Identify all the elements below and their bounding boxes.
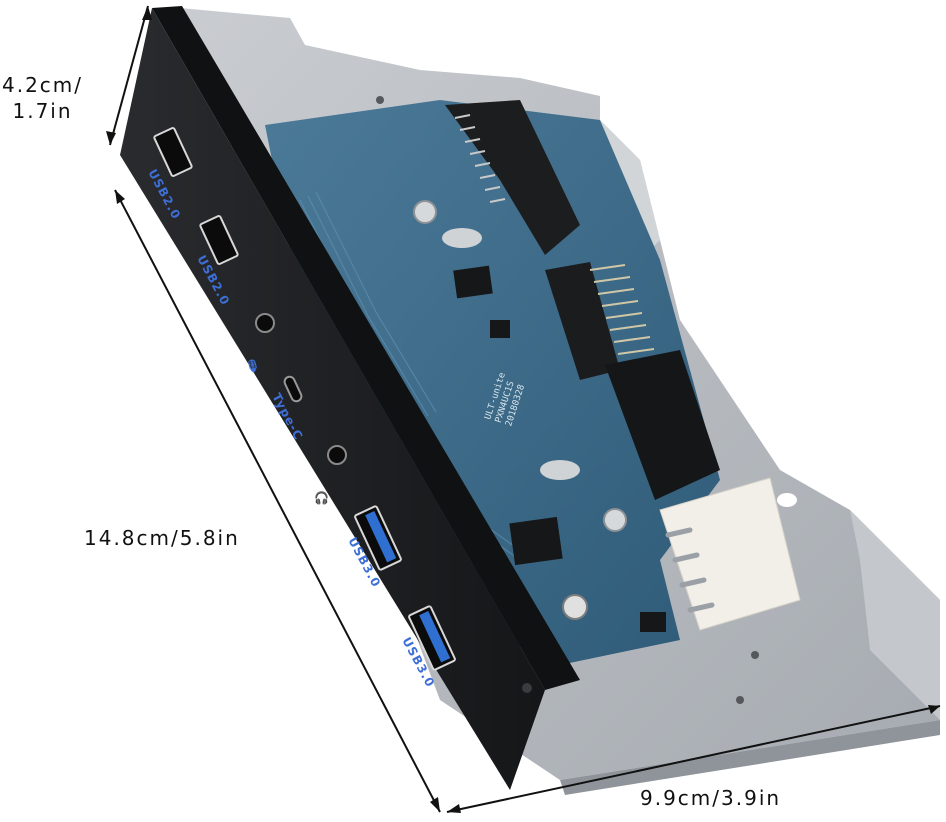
usb2-port-2 [199,215,239,265]
usb3-header [605,350,720,500]
screw-icon [413,200,437,224]
depth-dimension-label: 9.9cm/3.9in [640,786,782,810]
capacitor [562,594,588,620]
screw-icon [603,508,627,532]
microphone-icon: 🎙 [245,359,261,373]
molex-power-connector [659,477,801,631]
usb3-port-1 [354,505,402,571]
dimension-lines [106,5,941,813]
headphone-icon: 🎧 [314,491,330,505]
usb-c-port [283,375,303,403]
hub-chip [509,516,563,566]
height-dimension-label: 4.2cm/ 1.7in [2,73,84,123]
mic-jack [255,313,275,333]
pin-header [545,262,655,380]
crystal-oscillator [442,228,482,248]
circuit-board: ULT-unite PXN4UC1S 20180328 [265,100,720,665]
length-dimension-label: 14.8cm/5.8in [84,526,240,550]
usb2-port-1 [153,127,193,177]
usb3-port-2 [408,605,456,671]
headphone-jack [327,445,347,465]
controller-chip [453,265,493,299]
